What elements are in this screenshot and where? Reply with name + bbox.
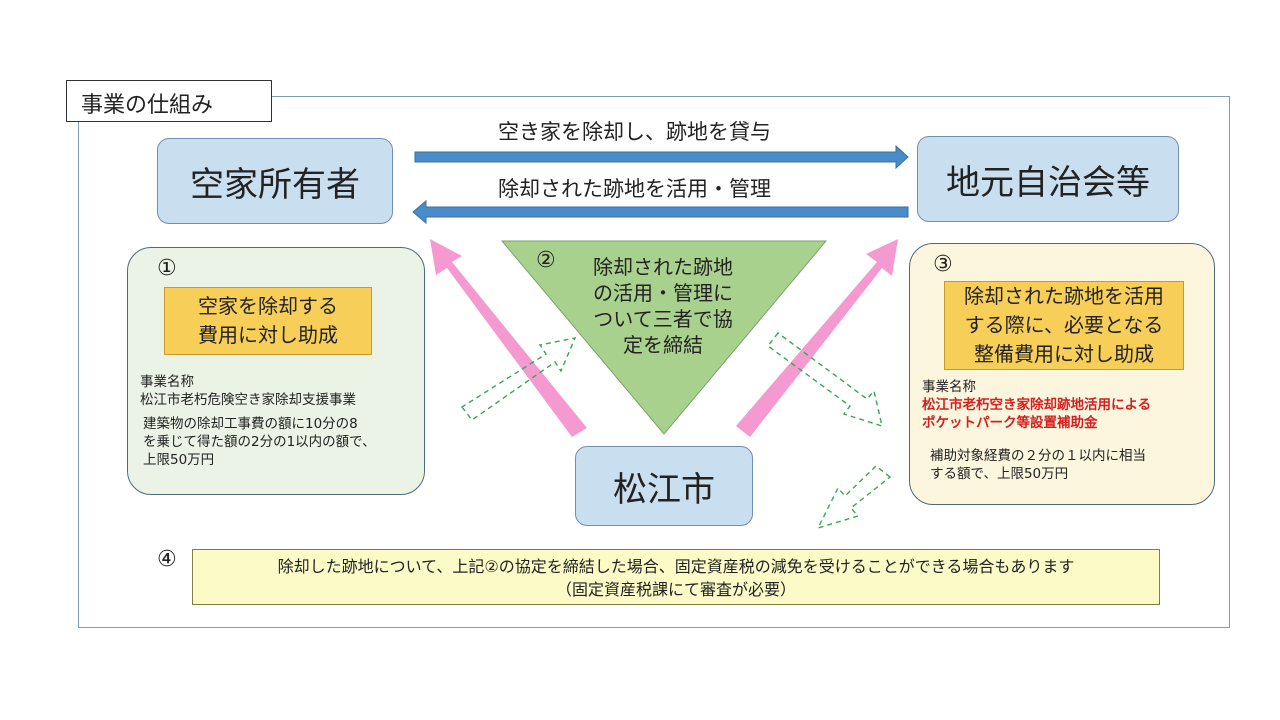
diagram-title: 事業の仕組み [66, 80, 272, 122]
panel3-number: ③ [933, 252, 953, 277]
diagram-frame [78, 96, 1230, 628]
description-line: 建築物の除却工事費の額に10分の8 [143, 416, 358, 432]
pink-arrow-to-owner [430, 239, 587, 437]
agreement-text: 除却された跡地 の活用・管理に ついて三者で協 定を締結 [568, 254, 758, 358]
panel3-headline-line: 整備費用に対し助成 [974, 342, 1154, 366]
panel3-headline: 除却された跡地を活用 する際に、必要となる 整備費用に対し助成 [944, 281, 1184, 370]
description-line: 上限50万円 [143, 452, 215, 469]
panel1-program-name: 事業名称 松江市老朽危険空き家除却支援事業 [140, 373, 410, 409]
panel1-headline-line: 費用に対し助成 [198, 323, 338, 347]
note-line: 除却した跡地について、上記②の協定を締結した場合、固定資産税の減免を受けることが… [277, 557, 1075, 576]
dashed-arrow-to-panel1 [460, 337, 577, 421]
note-number: ④ [157, 547, 177, 572]
program-name-value: ポケットパーク等設置補助金 [922, 415, 1098, 432]
program-name-label: 事業名称 [922, 379, 976, 395]
program-name-value: 松江市老朽危険空き家除却支援事業 [140, 392, 356, 409]
description-line: する額で、上限50万円 [930, 466, 1069, 483]
panel3-description: 補助対象経費の２分の１以内に相当 する額で、上限50万円 [930, 447, 1200, 483]
panel1-number: ① [157, 256, 177, 281]
association-box: 地元自治会等 [917, 136, 1179, 222]
note-line: （固定資産税課にて審査が必要） [555, 580, 796, 600]
panel3-program-name: 事業名称 松江市老朽空き家除却跡地活用による ポケットパーク等設置補助金 [922, 378, 1207, 433]
panel3-headline-line: 除却された跡地を活用 [964, 284, 1164, 308]
agreement-line: 除却された跡地 [593, 255, 733, 279]
panel1-description: 建築物の除却工事費の額に10分の8 を乗じて得た額の2分の1以内の額で、 上限5… [143, 415, 411, 470]
agreement-line: 定を締結 [623, 333, 703, 357]
panel3-headline-line: する際に、必要となる [964, 313, 1164, 337]
panel1-headline: 空家を除却する 費用に対し助成 [164, 287, 372, 355]
program-name-label: 事業名称 [140, 374, 194, 390]
description-line: を乗じて得た額の2分の1以内の額で、 [143, 434, 376, 451]
flow-label-top: 空き家を除却し、跡地を貸与 [498, 120, 771, 144]
description-line: 補助対象経費の２分の１以内に相当 [930, 448, 1146, 464]
tax-reduction-note: 除却した跡地について、上記②の協定を締結した場合、固定資産税の減免を受けることが… [192, 549, 1160, 605]
city-box: 松江市 [575, 446, 753, 526]
dashed-arrow-to-note [816, 465, 892, 530]
agreement-number: ② [536, 248, 556, 273]
pink-arrow-to-association [736, 239, 898, 437]
owner-box: 空家所有者 [157, 138, 393, 224]
agreement-triangle [500, 240, 828, 435]
agreement-line: の活用・管理に [593, 281, 733, 305]
flow-arrow-right [414, 144, 909, 170]
program-name-value: 松江市老朽空き家除却跡地活用による [922, 397, 1152, 414]
flow-arrow-left [412, 199, 909, 225]
agreement-line: ついて三者で協 [593, 307, 733, 331]
panel1-headline-line: 空家を除却する [198, 294, 338, 318]
flow-label-bottom: 除却された跡地を活用・管理 [498, 177, 771, 201]
dashed-arrow-to-panel3 [767, 332, 883, 428]
